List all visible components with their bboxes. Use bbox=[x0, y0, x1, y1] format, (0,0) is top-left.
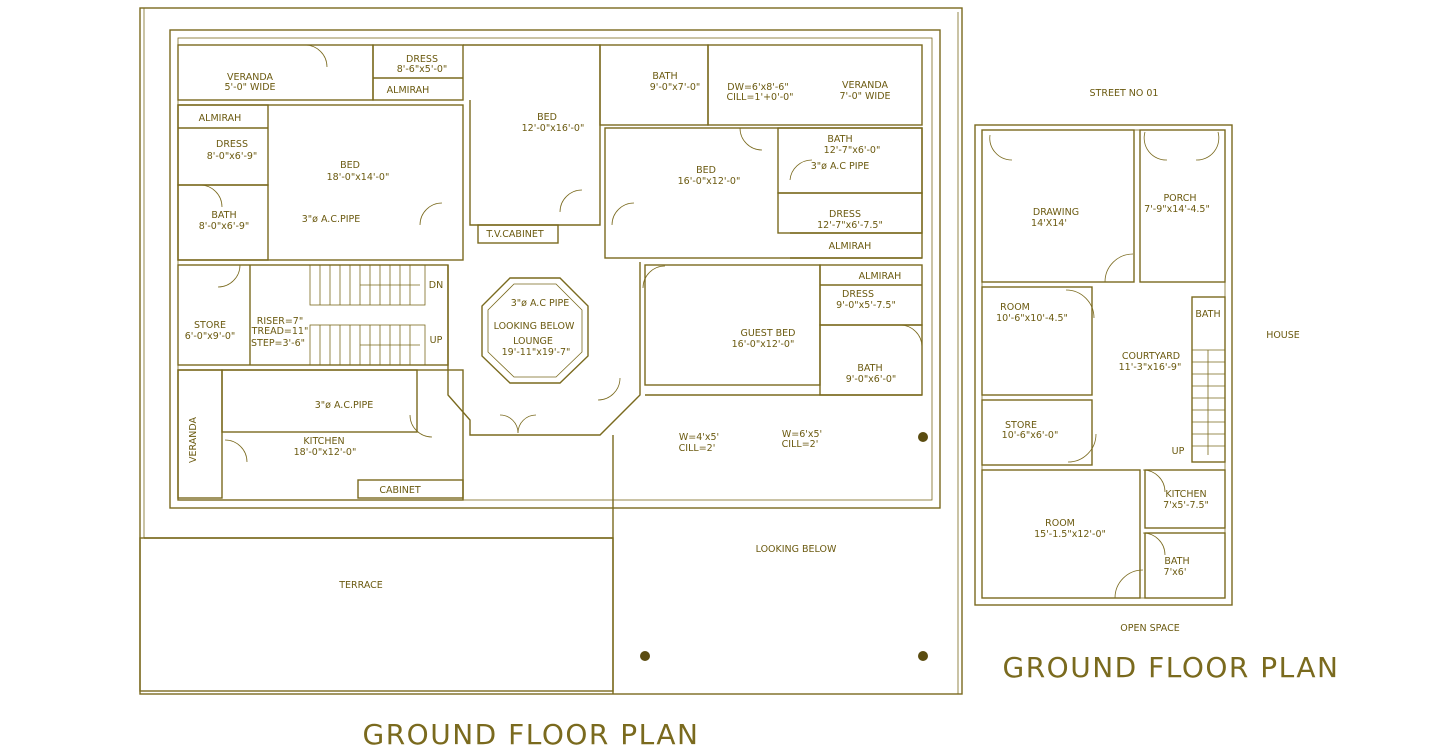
window-note: CILL=2' bbox=[679, 443, 716, 454]
room-label: BATH bbox=[857, 363, 882, 374]
stair-note: TREAD=11" bbox=[251, 326, 309, 337]
room-dim: 7'x5'-7.5" bbox=[1163, 500, 1209, 511]
room-label: DRESS bbox=[842, 289, 874, 300]
room-label: ALMIRAH bbox=[199, 113, 242, 124]
open-space-label: OPEN SPACE bbox=[1120, 623, 1179, 634]
room-label: KITCHEN bbox=[303, 436, 344, 447]
room-label: 3"ø A.C PIPE bbox=[511, 298, 570, 309]
stair-note: RISER=7" bbox=[257, 316, 303, 327]
stair-dn-label: DN bbox=[429, 280, 443, 291]
room-label: GUEST BED bbox=[740, 328, 795, 339]
room-dim: 5'-0" WIDE bbox=[224, 82, 275, 93]
room-dim: 9'-0"x5'-7.5" bbox=[836, 300, 896, 311]
room-label: 3"ø A.C.PIPE bbox=[302, 214, 361, 225]
room-label: CABINET bbox=[379, 485, 421, 496]
room-label: LOUNGE bbox=[513, 336, 553, 347]
room-label: STORE bbox=[1005, 420, 1037, 431]
room-label: DW=6'x8'-6" bbox=[727, 82, 788, 93]
room-dim: 19'-11"x19'-7" bbox=[502, 347, 571, 358]
plan-a-labels: VERANDA 5'-0" WIDE DRESS 8'-6"x5'-0" ALM… bbox=[185, 54, 902, 751]
stair-up-label: UP bbox=[430, 335, 443, 346]
room-dim: 10'-6"x10'-4.5" bbox=[996, 313, 1068, 324]
room-dim: 12'-0"x16'-0" bbox=[522, 123, 585, 134]
room-dim: 7'x6' bbox=[1164, 567, 1187, 578]
room-dim: 15'-1.5"x12'-0" bbox=[1034, 529, 1106, 540]
room-dim: 14'X14' bbox=[1031, 218, 1067, 229]
room-dim: 8'-6"x5'-0" bbox=[397, 64, 448, 75]
room-label: 3"ø A.C PIPE bbox=[811, 161, 870, 172]
house-label: HOUSE bbox=[1266, 330, 1300, 341]
room-dim: 8'-0"x6'-9" bbox=[207, 151, 258, 162]
room-dim: 7'-0" WIDE bbox=[839, 91, 890, 102]
room-label: DRESS bbox=[829, 209, 861, 220]
room-label: BATH bbox=[1164, 556, 1189, 567]
room-label: ROOM bbox=[1045, 518, 1075, 529]
room-dim: 18'-0"x14'-0" bbox=[327, 172, 390, 183]
room-dim: 9'-0"x6'-0" bbox=[846, 374, 897, 385]
room-label: STORE bbox=[194, 320, 226, 331]
room-dim: 7'-9"x14'-4.5" bbox=[1144, 204, 1210, 215]
room-dim: 8'-0"x6'-9" bbox=[199, 221, 250, 232]
room-label: DRESS bbox=[216, 139, 248, 150]
room-label: BED bbox=[340, 160, 360, 171]
room-dim: 6'-0"x9'-0" bbox=[185, 331, 236, 342]
room-label: BATH bbox=[211, 210, 236, 221]
room-label: VERANDA bbox=[227, 72, 273, 83]
room-label: LOOKING BELOW bbox=[494, 321, 575, 332]
plan-a-title: GROUND FLOOR PLAN bbox=[363, 718, 700, 751]
window-note: W=6'x5' bbox=[782, 429, 822, 440]
room-dim: 18'-0"x12'-0" bbox=[294, 447, 357, 458]
room-label: DRESS bbox=[406, 54, 438, 65]
room-label: DRAWING bbox=[1033, 207, 1079, 218]
room-dim: 11'-3"x16'-9" bbox=[1119, 362, 1182, 373]
room-label: ALMIRAH bbox=[387, 85, 430, 96]
room-label: LOOKING BELOW bbox=[756, 544, 837, 555]
room-label: BED bbox=[537, 112, 557, 123]
stair-note: STEP=3'-6" bbox=[251, 338, 305, 349]
window-note: W=4'x5' bbox=[679, 432, 719, 443]
room-label: KITCHEN bbox=[1165, 489, 1206, 500]
room-label: VERANDA bbox=[188, 417, 199, 463]
room-label: 3"ø A.C.PIPE bbox=[315, 400, 374, 411]
room-dim: 9'-0"x7'-0" bbox=[650, 82, 701, 93]
room-dim: 10'-6"x6'-0" bbox=[1002, 430, 1059, 441]
window-note: CILL=2' bbox=[782, 439, 819, 450]
room-label: ALMIRAH bbox=[829, 241, 872, 252]
stair-up-label: UP bbox=[1172, 446, 1185, 457]
room-label: T.V.CABINET bbox=[485, 229, 544, 240]
room-label: TERRACE bbox=[338, 580, 383, 591]
room-label: BATH bbox=[827, 134, 852, 145]
room-label: BATH bbox=[1195, 309, 1220, 320]
room-label: BED bbox=[696, 165, 716, 176]
room-dim: CILL=1'+0'-0" bbox=[726, 92, 793, 103]
room-dim: 12'-7"x6'-7.5" bbox=[817, 220, 883, 231]
room-label: ROOM bbox=[1000, 302, 1030, 313]
room-label: PORCH bbox=[1163, 193, 1196, 204]
plan-a-walls bbox=[139, 7, 963, 695]
plan-b-walls bbox=[974, 124, 1233, 606]
room-label: ALMIRAH bbox=[859, 271, 902, 282]
room-label: BATH bbox=[652, 71, 677, 82]
room-dim: 16'-0"x12'-0" bbox=[678, 176, 741, 187]
plan-b-labels: STREET NO 01 HOUSE OPEN SPACE DRAWING 14… bbox=[996, 88, 1340, 684]
room-label: VERANDA bbox=[842, 80, 888, 91]
room-dim: 12'-7"x6'-0" bbox=[824, 145, 881, 156]
plan-b-title: GROUND FLOOR PLAN bbox=[1003, 651, 1340, 684]
room-label: COURTYARD bbox=[1122, 351, 1180, 362]
room-dim: 16'-0"x12'-0" bbox=[732, 339, 795, 350]
street-label: STREET NO 01 bbox=[1090, 88, 1159, 99]
